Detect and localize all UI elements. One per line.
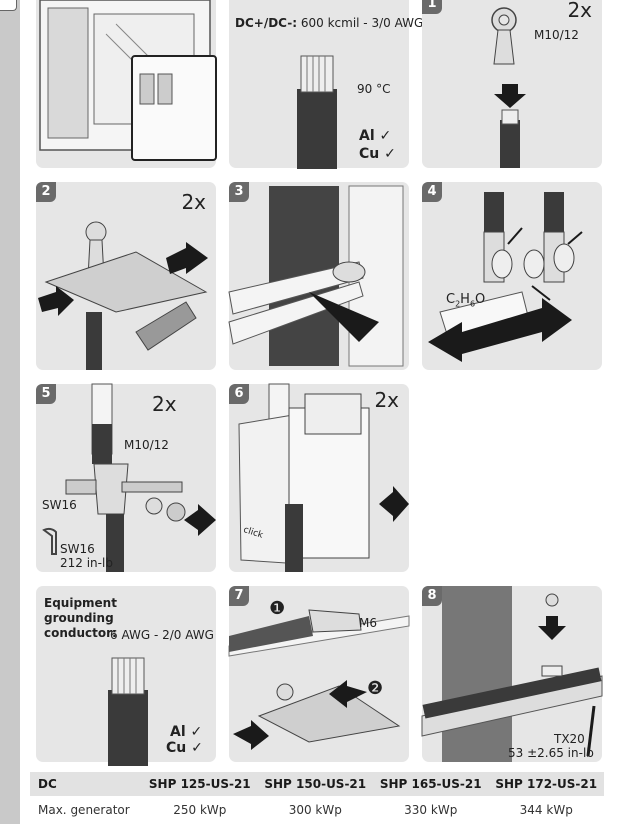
table-cell: 330 kWp [404, 803, 458, 817]
dc-cable-illustration [297, 55, 337, 169]
bolt-assembly-illustration [42, 383, 216, 572]
sidebar-tab [0, 0, 17, 11]
step-badge: 4 [422, 182, 442, 202]
table-cell: 250 kWp [173, 803, 227, 817]
panel-step-4: 4 C2H6O [422, 182, 602, 370]
panel-dc-cable-spec: DC+/DC-: 600 kcmil - 3/0 AWG 90 °C Al ✓ … [229, 0, 423, 169]
torque-value: 212 in-lb [60, 556, 113, 570]
ground-label-line1: Equipment [44, 596, 117, 610]
callout-1: ❶ [269, 598, 286, 619]
dc-spec-label: DC+/DC-: [235, 16, 298, 30]
ground-screw-illustration [421, 586, 603, 762]
quantity-label: 2x [567, 0, 592, 22]
panel-step-8: 8 TX20 53 ±2.65 in-lb [421, 586, 603, 762]
aluminum-ok: Al ✓ [170, 724, 203, 740]
page-sidebar [0, 0, 20, 824]
ground-wire-range: 6 AWG - 2/0 AWG [110, 628, 214, 642]
torque-value: 53 ±2.65 in-lb [508, 746, 594, 760]
dc-spec-value: 600 kcmil - 3/0 AWG [300, 16, 424, 30]
step-badge: 8 [422, 586, 442, 606]
table-header-cell: SHP 125-US-21 [142, 772, 258, 796]
table-cell: 344 kWp [519, 803, 573, 817]
lug-size-label: M10/12 [534, 28, 579, 42]
inverter-illustration [39, 0, 217, 161]
quantity-label: 2x [374, 388, 399, 412]
table-cell: Max. generator [38, 803, 130, 817]
panel-step-6: 6 2x click [229, 383, 409, 572]
bolt-size-label: M10/12 [124, 438, 169, 452]
ground-crimp-illustration [228, 609, 410, 750]
step-badge: 3 [229, 182, 249, 202]
copper-ok: Cu ✓ [166, 740, 203, 756]
tool-label: TX20 [554, 732, 585, 746]
ground-label-line3: conductor: [44, 626, 117, 640]
table-cell: 300 kWp [288, 803, 342, 817]
cable-insertion-illustration [228, 185, 404, 367]
cover-install-illustration [238, 383, 409, 572]
step-badge: 5 [36, 384, 56, 404]
panel-grounding-conductor: Equipment grounding conductor: 6 AWG - 2… [36, 586, 216, 766]
panel-inverter-overview [36, 0, 217, 168]
specs-table: DC SHP 125-US-21 SHP 150-US-21 SHP 165-U… [30, 772, 604, 824]
panel-step-1: 1 2x M10/12 [422, 0, 602, 168]
step-badge: 2 [36, 182, 56, 202]
quantity-label: 2x [152, 392, 177, 416]
crimping-tool-illustration [38, 221, 208, 370]
table-row: Max. generator 250 kWp 300 kWp 330 kWp 3… [30, 796, 604, 824]
temperature-rating: 90 °C [357, 82, 391, 96]
lug-size-label: M6 [359, 616, 377, 630]
step-badge: 1 [422, 0, 442, 14]
table-header-cell: DC [30, 772, 143, 796]
cable-lug-illustration [491, 7, 526, 168]
ground-label-line2: grounding [44, 611, 114, 625]
panel-step-5: 5 2x M10/12 SW16 SW16 212 in-lb [36, 383, 216, 572]
table-header-cell: SHP 150-US-21 [257, 772, 373, 796]
cleaning-illustration [428, 192, 583, 362]
step-badge: 6 [229, 384, 249, 404]
table-header-row: DC SHP 125-US-21 SHP 150-US-21 SHP 165-U… [30, 772, 604, 796]
copper-ok: Cu ✓ [359, 146, 396, 162]
quantity-label: 2x [181, 190, 206, 214]
washer-label: SW16 [42, 498, 77, 512]
table-header-cell: SHP 172-US-21 [488, 772, 604, 796]
panel-step-7: 7 ❶ ❷ M6 [228, 586, 410, 762]
solvent-formula: C2H6O [446, 292, 486, 309]
wrench-size-label: SW16 [60, 542, 95, 556]
panel-step-2: 2 2x [36, 182, 216, 370]
aluminum-ok: Al ✓ [359, 128, 392, 144]
table-header-cell: SHP 165-US-21 [373, 772, 489, 796]
callout-2: ❷ [367, 678, 384, 699]
panel-step-3: 3 [228, 182, 409, 370]
step-badge: 7 [229, 586, 249, 606]
ground-cable-illustration [108, 657, 148, 766]
